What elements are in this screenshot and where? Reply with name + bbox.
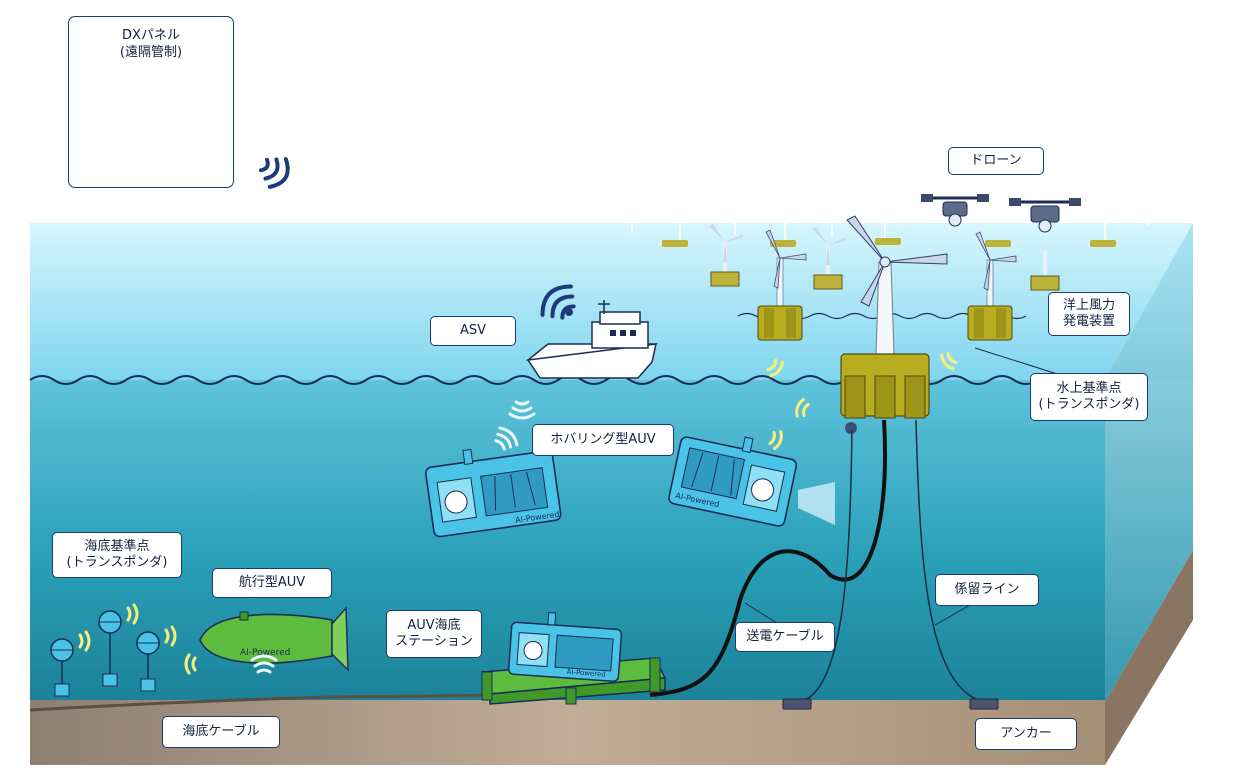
drone-left — [921, 194, 989, 227]
label-auv-station-line1: AUV海底 — [407, 618, 461, 633]
seabed-top — [30, 700, 1105, 765]
label-seabed-cable: 海底ケーブル — [162, 716, 280, 748]
docked-auv: AI-Powered — [507, 612, 623, 682]
label-surface-reference-line1: 水上基準点 — [1056, 381, 1122, 396]
label-auv-station-line2: ステーション — [395, 634, 473, 649]
asv-wifi-icon — [540, 284, 576, 320]
label-seabed-reference-line2: (トランスポンダ) — [66, 555, 168, 570]
label-cruising-auv: 航行型AUV — [212, 568, 332, 598]
wind-turbine-main — [840, 215, 948, 434]
label-mooring-line: 係留ライン — [935, 574, 1039, 606]
anchors — [782, 698, 999, 710]
mooring-line-1 — [799, 429, 853, 703]
label-offshore-wind: 洋上風力 発電装置 — [1048, 292, 1130, 336]
label-cruising-auv-text: 航行型AUV — [238, 575, 306, 590]
distant-floats — [662, 238, 1116, 247]
cables — [29, 347, 1071, 712]
hovering-auv-right: AI-Powered — [668, 436, 798, 527]
seabed-transponder-1 — [50, 638, 74, 697]
label-hovering-auv-text: ホバリング型AUV — [550, 432, 656, 447]
label-seabed-reference: 海底基準点 (トランスポンダ) — [52, 532, 182, 578]
label-mooring-line-text: 係留ライン — [954, 582, 1020, 597]
label-surface-reference-line2: (トランスポンダ) — [1038, 397, 1140, 412]
seabed-side — [1105, 550, 1193, 765]
signal-waves-yellow — [78, 351, 958, 675]
searchlight-beam — [798, 482, 835, 525]
cruising-auv: AI-Powered — [199, 606, 349, 672]
cruising-auv-marking: AI-Powered — [240, 648, 290, 658]
label-anchor-text: アンカー — [1000, 726, 1052, 741]
wireless-icons — [259, 157, 576, 320]
wind-turbine-left — [757, 229, 807, 341]
asv-wifi-dot — [565, 308, 573, 316]
label-hovering-auv: ホバリング型AUV — [532, 424, 674, 456]
seabed-cable-line — [29, 693, 491, 712]
dx-wifi-icon — [259, 157, 290, 189]
wind-turbine-right — [967, 231, 1017, 341]
seabed-transponders — [50, 610, 160, 697]
label-drone: ドローン — [948, 147, 1044, 175]
docked-auv-marking: AI-Powered — [566, 668, 606, 679]
label-asv-text: ASV — [459, 323, 487, 338]
ocean-side-face — [1105, 223, 1193, 702]
dx-panel-subtitle: (遠隔管制) — [119, 45, 183, 60]
label-anchor: アンカー — [975, 718, 1077, 750]
auv-station: AI-Powered — [480, 612, 667, 705]
label-surface-reference: 水上基準点 (トランスポンダ) — [1030, 373, 1148, 421]
label-drone-text: ドローン — [970, 153, 1022, 168]
label-seabed-reference-line1: 海底基準点 — [84, 539, 150, 554]
label-offshore-wind-line1: 洋上風力 — [1062, 298, 1115, 313]
label-offshore-wind-line2: 発電装置 — [1062, 314, 1115, 329]
dx-panel-card: DXパネル (遠隔管制) — [68, 16, 234, 188]
seabed-transponder-3 — [136, 631, 160, 692]
label-power-cable-text: 送電ケーブル — [746, 629, 824, 644]
seabed-transponder-2 — [98, 610, 122, 687]
signal-waves-white — [250, 400, 536, 674]
label-power-cable: 送電ケーブル — [735, 622, 835, 652]
mooring-line-2 — [915, 419, 986, 703]
anchor-block-1 — [782, 698, 812, 710]
mid-turbines — [709, 224, 1060, 291]
hovering-auv-left: AI-Powered — [424, 448, 562, 538]
anchor-block-2 — [969, 698, 999, 710]
label-seabed-cable-text: 海底ケーブル — [182, 724, 260, 739]
label-auv-station: AUV海底 ステーション — [386, 610, 482, 658]
dx-panel-title: DXパネル — [122, 28, 180, 43]
drone-right — [1009, 198, 1081, 233]
power-cable — [649, 419, 888, 697]
label-asv: ASV — [430, 316, 516, 346]
asv-ship — [525, 300, 658, 379]
